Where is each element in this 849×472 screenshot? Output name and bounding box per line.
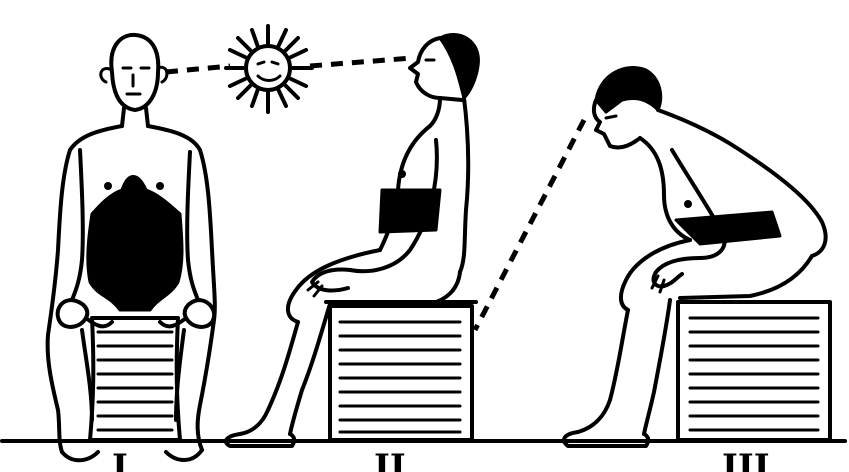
stool-1 — [90, 318, 180, 440]
sightline-figure3-downward — [475, 120, 584, 330]
sun-icon — [226, 26, 312, 112]
label-figure-1: I. — [112, 447, 140, 472]
figure-2-side-upright — [226, 34, 479, 446]
label-figure-3: III. — [722, 447, 782, 472]
figure-1-frontal — [48, 35, 215, 460]
stool-3 — [678, 302, 830, 440]
stool-2 — [326, 302, 476, 440]
sightline-figure1-to-sun — [166, 66, 230, 72]
label-figure-2: II. — [374, 447, 418, 472]
figure-3-side-bent — [564, 68, 830, 446]
sightline-sun-to-figure2 — [310, 58, 412, 66]
